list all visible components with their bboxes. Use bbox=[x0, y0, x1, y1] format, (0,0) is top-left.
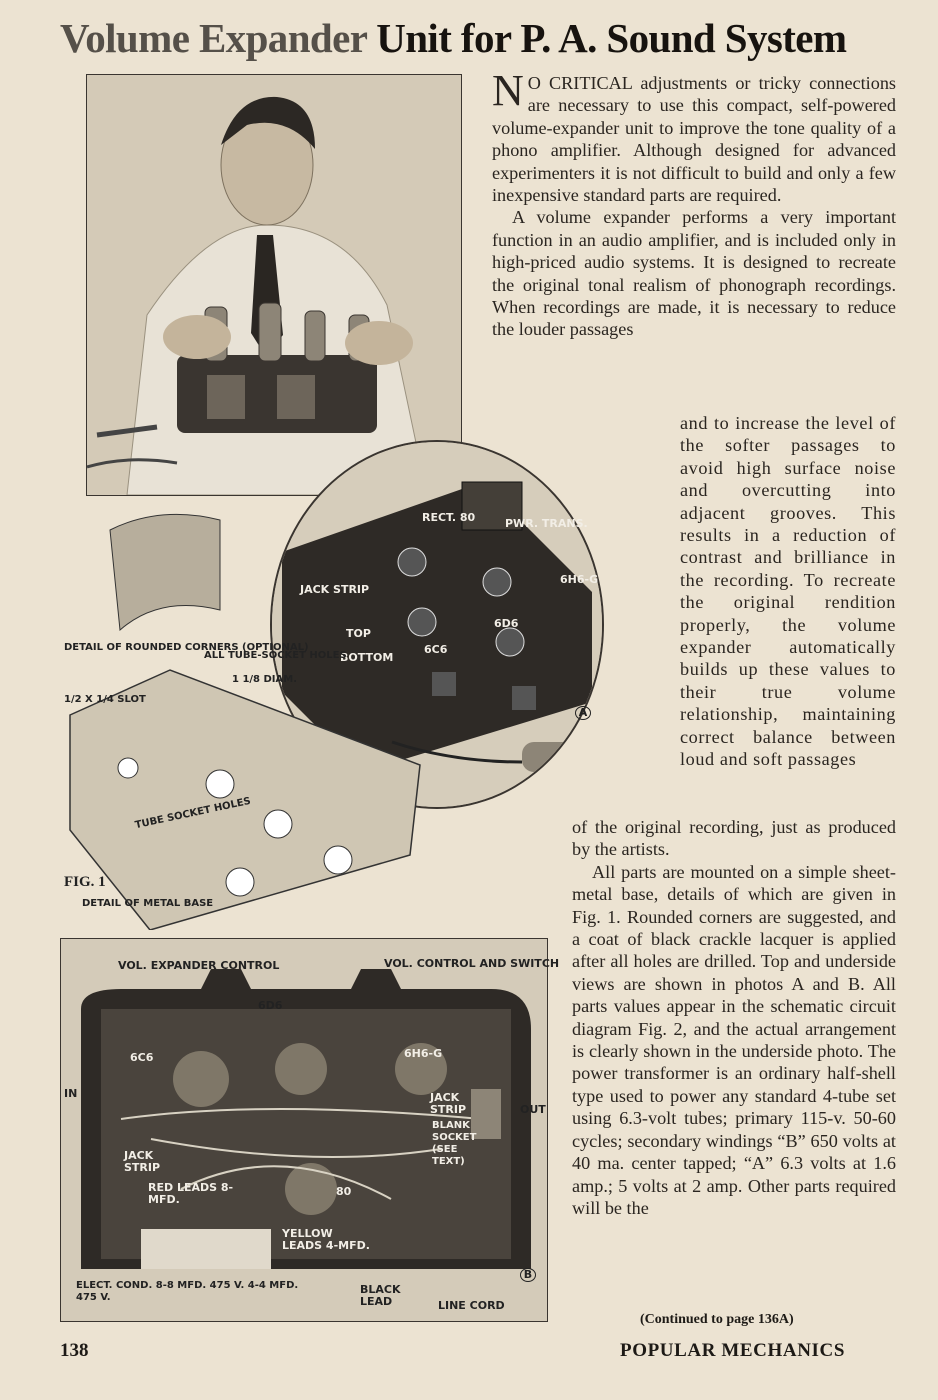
article-col-mid: and to increase the level of the softer … bbox=[680, 412, 896, 771]
page-title: Volume Expander Unit for P. A. Sound Sys… bbox=[60, 14, 910, 64]
page-number: 138 bbox=[60, 1340, 89, 1361]
label-detail-metal-base: DETAIL OF METAL BASE bbox=[82, 898, 214, 909]
label-b-jack-strip-left: JACK STRIP bbox=[124, 1149, 161, 1174]
label-photo-a: A bbox=[575, 706, 591, 720]
photo-a-top-view bbox=[270, 440, 604, 809]
figure-1-metal-base bbox=[60, 500, 460, 931]
label-b-jack-strip-right: JACK STRIP bbox=[430, 1091, 467, 1116]
label-b-6d6: 6D6 bbox=[258, 999, 283, 1012]
label-6d6: 6D6 bbox=[494, 617, 519, 630]
photo-man-assembling bbox=[86, 74, 462, 496]
label-out: OUT bbox=[520, 1103, 546, 1116]
magazine-name: POPULAR MECHANICS bbox=[620, 1340, 846, 1361]
paragraph-2-top: A volume expander performs a very import… bbox=[492, 207, 896, 340]
label-red-leads: RED LEADS 8-MFD. bbox=[148, 1181, 234, 1206]
label-blank-socket: BLANK SOCKET (SEE TEXT) bbox=[432, 1120, 477, 1167]
metal-base-drawing bbox=[69, 513, 421, 931]
article-col-bottom: of the original recording, just as produ… bbox=[572, 816, 896, 1219]
label-slot: 1/2 X 1/4 SLOT bbox=[64, 694, 146, 705]
title-part-2: Unit for P. A. Sound System bbox=[376, 15, 847, 61]
paragraph-3: All parts are mounted on a simple sheet-… bbox=[572, 861, 896, 1218]
label-jack-strip: JACK STRIP bbox=[300, 583, 370, 596]
label-line-cord: LINE CORD bbox=[438, 1299, 505, 1312]
label-black-lead: BLACK LEAD bbox=[360, 1283, 401, 1308]
label-b-6c6: 6C6 bbox=[130, 1051, 154, 1064]
paragraph-2-mid: and to increase the level of the softer … bbox=[680, 413, 896, 770]
paragraph-2-end: of the original recording, just as produ… bbox=[572, 817, 896, 860]
label-all-tube-socket-holes: ALL TUBE-SOCKET HOLES bbox=[204, 650, 347, 661]
label-elect-cond: ELECT. COND. 8-8 MFD. 475 V. 4-4 MFD. 47… bbox=[76, 1280, 299, 1303]
label-vol-expander-control: VOL. EXPANDER CONTROL bbox=[118, 959, 280, 972]
label-b-80: 80 bbox=[336, 1185, 352, 1198]
drop-cap: N bbox=[492, 66, 524, 115]
label-fig1: FIG. 1 bbox=[64, 874, 106, 890]
continued-note: (Continued to page 136A) bbox=[640, 1312, 794, 1327]
label-bottom: BOTTOM bbox=[340, 651, 394, 664]
label-yellow-leads: YELLOW LEADS 4-MFD. bbox=[282, 1227, 370, 1252]
label-detail-corners: DETAIL OF ROUNDED CORNERS (OPTIONAL) bbox=[64, 642, 309, 653]
label-photo-b: B bbox=[520, 1268, 536, 1282]
photo-b-underside bbox=[60, 938, 548, 1322]
label-diam: 1 1/8 DIAM. bbox=[232, 674, 297, 685]
label-top: TOP bbox=[346, 627, 371, 640]
title-part-1: Volume Expander bbox=[60, 15, 367, 61]
man-illustration bbox=[87, 75, 461, 495]
label-vol-control-switch: VOL. CONTROL AND SWITCH bbox=[384, 957, 560, 970]
paragraph-1-text: O CRITICAL adjustments or tricky connect… bbox=[492, 73, 896, 206]
underside-illustration bbox=[61, 939, 547, 1321]
label-6h6g: 6H6-G bbox=[560, 573, 599, 586]
label-6c6: 6C6 bbox=[424, 643, 448, 656]
label-in: IN bbox=[64, 1087, 78, 1100]
label-rect-80: RECT. 80 bbox=[422, 511, 476, 524]
label-b-6h6g: 6H6-G bbox=[404, 1047, 443, 1060]
label-pwr-trans: PWR. TRANS. bbox=[505, 517, 588, 530]
